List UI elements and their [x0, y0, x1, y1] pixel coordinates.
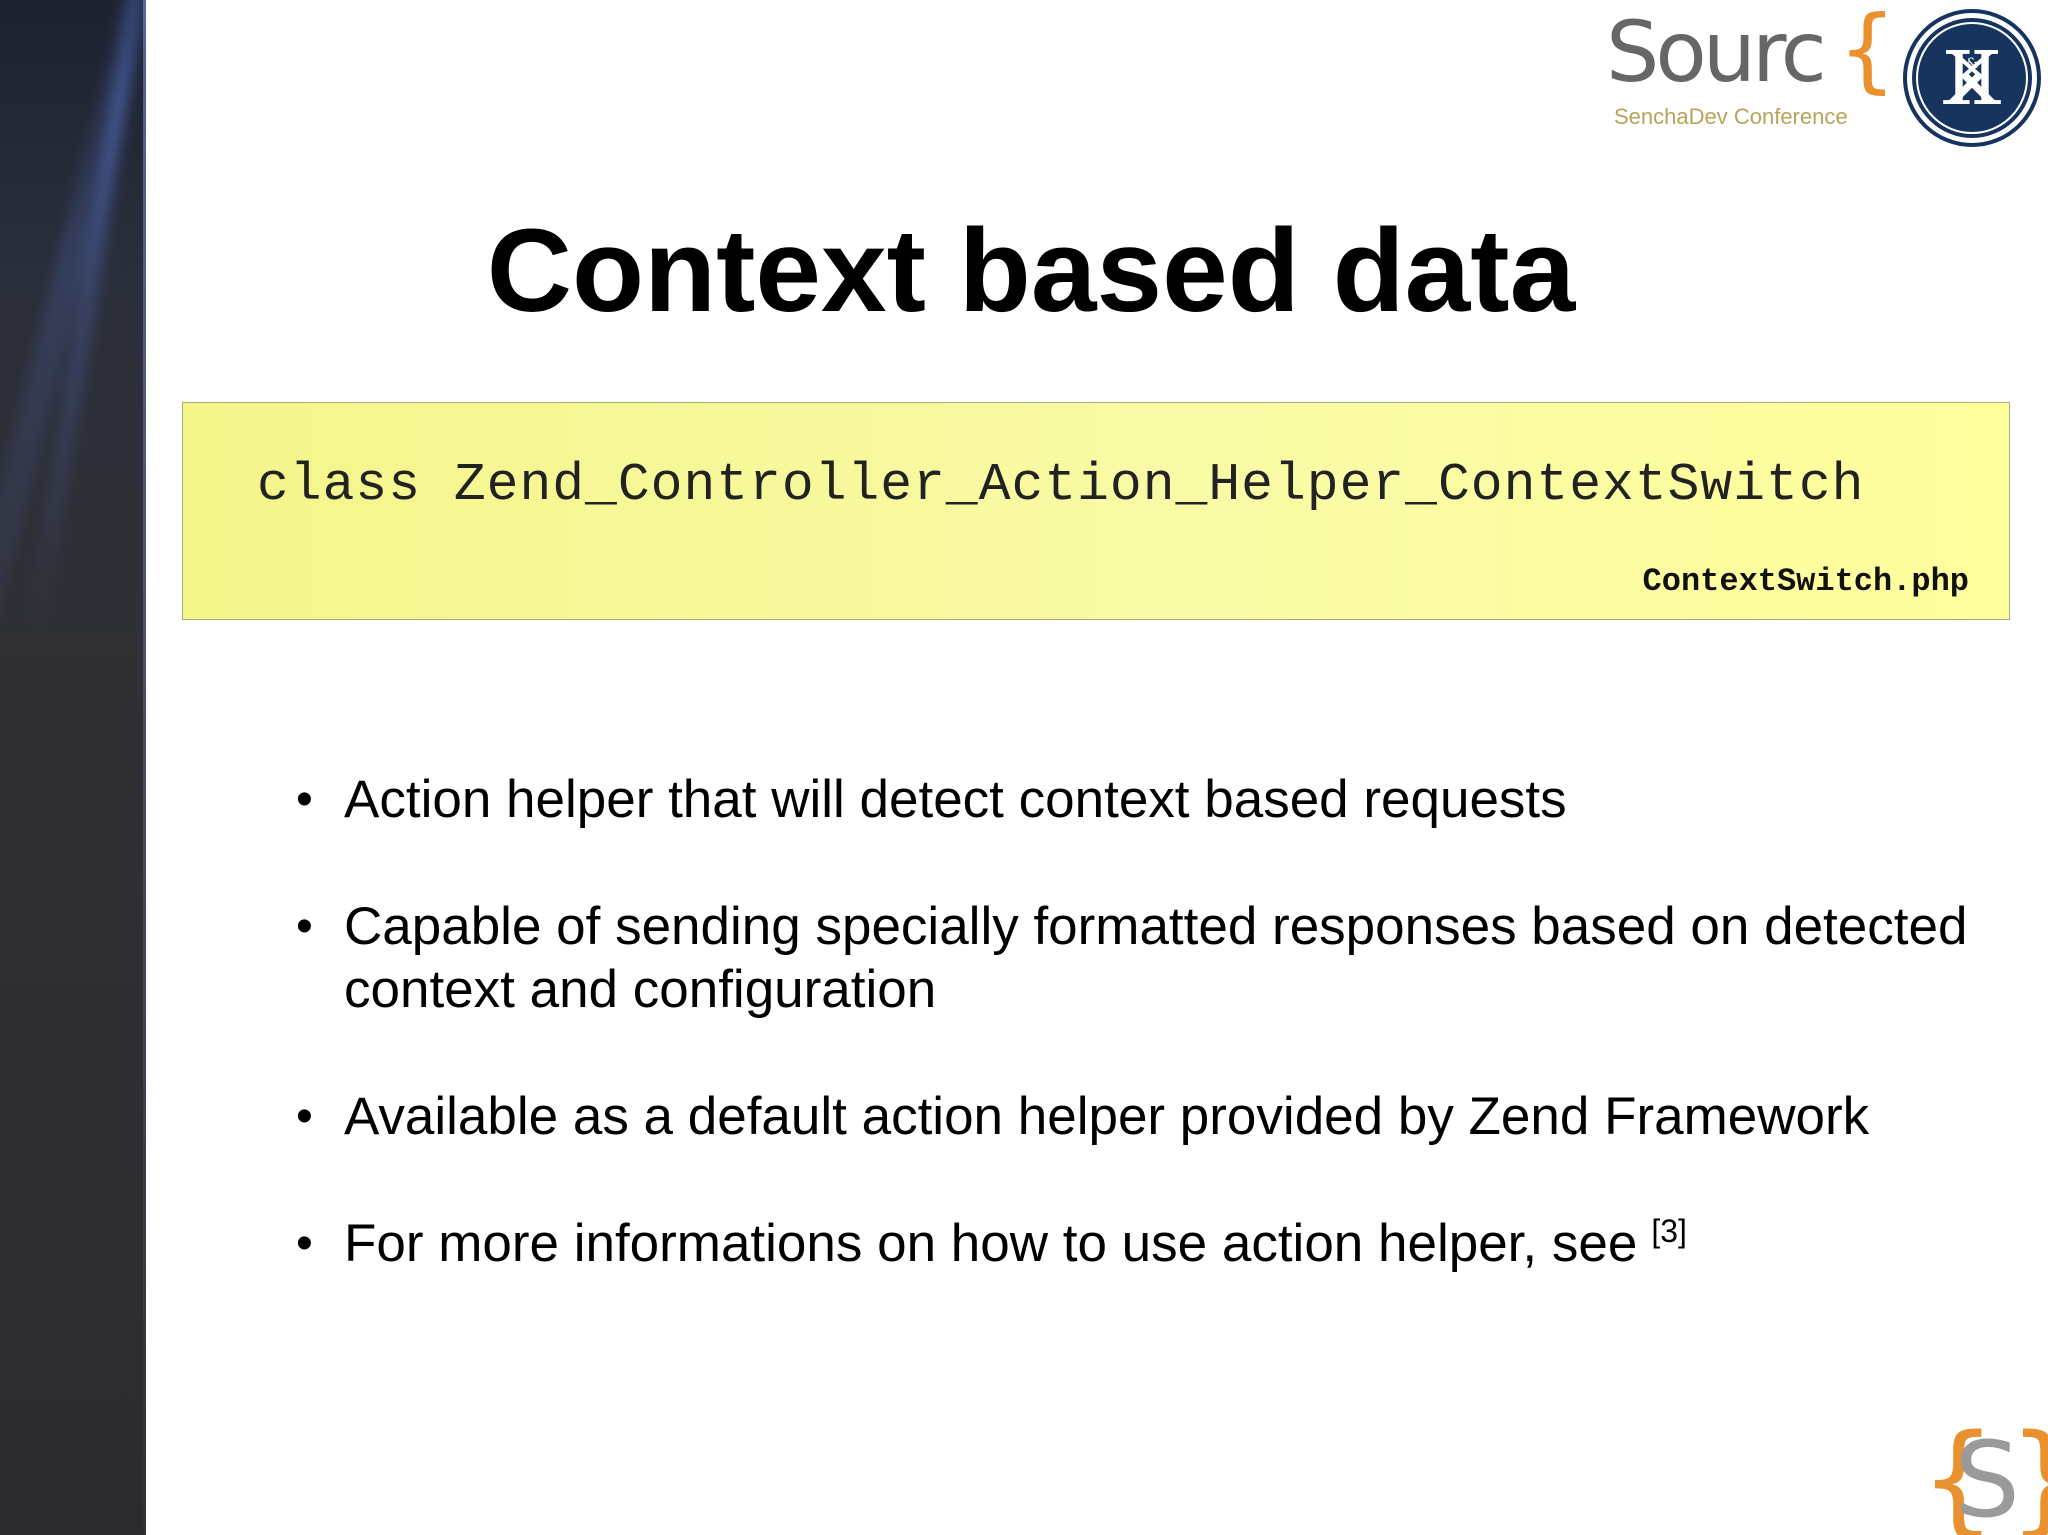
bullet-text: For more informations on how to use acti…	[344, 1214, 1638, 1273]
side-band-edge	[143, 0, 146, 1535]
svg-text:&: &	[1966, 56, 1978, 72]
code-snippet-box: class Zend_Controller_Action_Helper_Cont…	[182, 402, 2010, 620]
bullet-item: • For more informations on how to use ac…	[296, 1212, 2036, 1275]
svg-text:{: {	[1920, 1410, 1996, 1535]
svg-text:K: K	[1944, 36, 2001, 122]
code-filename: ContextSwitch.php	[1642, 563, 1969, 600]
source-logo-subtitle: SenchaDev Conference	[1614, 104, 1848, 129]
side-band-decoration	[0, 0, 146, 1535]
svg-text:K: K	[1943, 36, 2000, 122]
slide-title: Context based data	[486, 205, 1576, 338]
source-logo-word: Sourc	[1606, 3, 1827, 101]
bullet-dot-icon: •	[296, 1090, 313, 1143]
bullet-item: • Action helper that will detect context…	[296, 768, 2036, 831]
svg-text:}: }	[2008, 1410, 2048, 1535]
bullet-dot-icon: •	[296, 773, 313, 826]
bullet-reference: [3]	[1651, 1213, 1687, 1250]
s-brace-corner-logo: { S }	[1920, 1410, 2048, 1535]
source-logo-brace: {	[1838, 0, 1897, 103]
bullet-dot-icon: •	[296, 1217, 313, 1270]
bullet-item: • Capable of sending specially formatted…	[296, 895, 2036, 1021]
kk-monogram-logo: K K &	[1903, 9, 2041, 147]
svg-text:S: S	[1954, 1419, 2020, 1535]
bullet-text: Capable of sending specially formatted r…	[344, 897, 1968, 1019]
source-conference-logo: Sourc { SenchaDev Conference	[1606, 3, 1897, 130]
bullet-text: Available as a default action helper pro…	[344, 1087, 1870, 1146]
bullet-dot-icon: •	[296, 900, 313, 953]
bullet-list: • Action helper that will detect context…	[296, 768, 2036, 1339]
code-class-declaration: class Zend_Controller_Action_Helper_Cont…	[257, 455, 1865, 515]
bullet-item: • Available as a default action helper p…	[296, 1085, 2036, 1148]
bullet-text: Action helper that will detect context b…	[344, 770, 1567, 829]
